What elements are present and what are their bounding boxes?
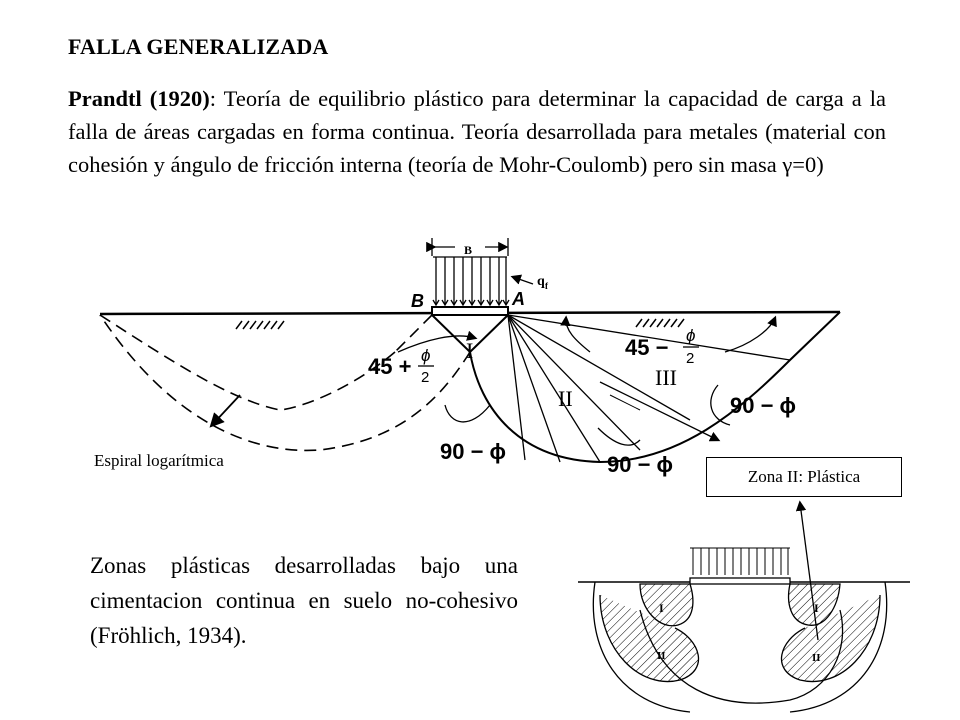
label-load-sub: f — [545, 281, 549, 291]
small-label-2-left: II — [657, 650, 666, 662]
load-arrows — [432, 256, 510, 307]
small-footing — [689, 577, 791, 585]
zone-ii-box: Zona II: Plástica — [706, 457, 902, 497]
small-diagram — [578, 500, 910, 713]
page-title: FALLA GENERALIZADA — [68, 34, 329, 59]
spiral-solid — [469, 311, 841, 464]
small-zone-pointer — [795, 500, 819, 641]
label-angle-45-plus: 45 + — [368, 354, 411, 379]
small-outer-left — [592, 581, 691, 713]
small-load-arrows — [690, 547, 790, 575]
spiral-arrow — [209, 394, 241, 428]
label-angle-90-mid: 90 − ϕ — [607, 452, 673, 477]
footing — [431, 306, 509, 316]
main-diagram — [99, 238, 841, 464]
label-angle-45-minus: 45 − — [625, 335, 668, 360]
small-label-1-left: I — [659, 601, 664, 615]
width-dimension — [426, 238, 509, 256]
label-phi-right: ϕ — [686, 326, 695, 345]
load-pointer — [510, 274, 534, 285]
label-angle-90-right: 90 − ϕ — [730, 393, 796, 418]
small-zone1-right — [787, 583, 841, 626]
label-zone-2: II — [558, 386, 573, 411]
label-two-right: 2 — [686, 350, 694, 367]
label-two-left: 2 — [421, 369, 429, 386]
intro-text: : Teoría de equilibrio plástico para det… — [68, 86, 886, 177]
diagram-labels: B q f B A I II III 45 + ϕ 2 45 − ϕ 2 90 … — [368, 243, 796, 477]
soil-hatch — [235, 318, 685, 330]
label-corner-a: A — [511, 289, 525, 309]
figure-caption: Zonas plásticas desarrolladas bajo una c… — [90, 553, 518, 648]
label-phi-left: ϕ — [421, 346, 430, 365]
spiral-label: Espiral logarítmica — [94, 451, 224, 470]
left-failure-dashed — [99, 314, 509, 452]
label-width-b: B — [464, 243, 472, 257]
label-angle-90-left: 90 − ϕ — [440, 439, 506, 464]
radial-lines — [507, 314, 791, 463]
arc-90-right — [710, 384, 731, 426]
label-zone-3: III — [655, 365, 677, 390]
arc-45-minus-left — [560, 315, 591, 353]
arc-45-plus — [397, 330, 478, 353]
intro-author: Prandtl (1920) — [68, 86, 210, 111]
zone2-pointer-extra — [609, 394, 641, 411]
label-corner-b: B — [411, 291, 424, 311]
arc-90-mid — [597, 427, 641, 446]
small-zone2-right — [780, 594, 881, 683]
label-zone-1: I — [466, 338, 473, 363]
intro-paragraph: Prandtl (1920): Teoría de equilibrio plá… — [68, 82, 886, 181]
small-outer-right — [789, 581, 888, 713]
small-label-2-right: II — [812, 652, 821, 664]
arc-90-left — [444, 404, 491, 423]
arc-45-minus-right — [724, 315, 777, 353]
small-inner-arc — [639, 609, 844, 704]
zone2-pointer — [599, 381, 721, 442]
small-diagram-labels: I I II II — [657, 601, 821, 664]
small-zone1-left — [639, 583, 694, 627]
small-label-1-right: I — [814, 601, 819, 615]
label-load-q: q — [537, 274, 545, 289]
